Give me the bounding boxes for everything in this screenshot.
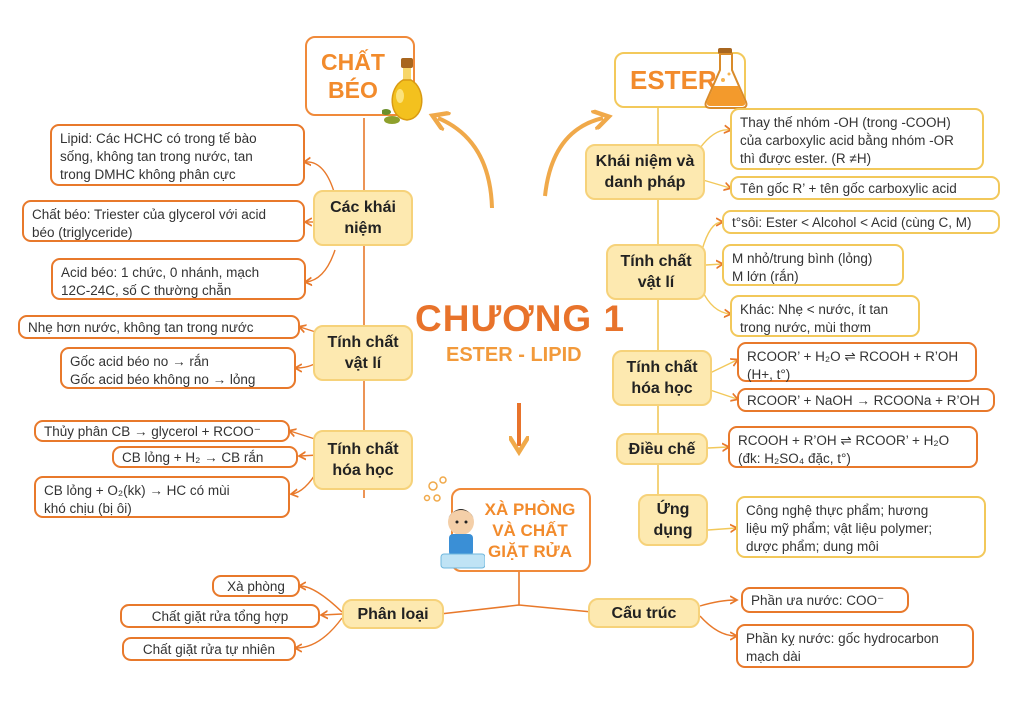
fat-definition-box: Chất béo: Triester của glycerol với acid… xyxy=(22,200,305,242)
ester-saponification-box: RCOOR’ + NaOH → RCOONa + R’OH xyxy=(737,388,995,412)
lipid-chemical-node: Tính chất hóa học xyxy=(313,430,413,490)
soap-type-synthetic: Chất giặt rửa tổng hợp xyxy=(120,604,320,628)
soap-type-soap: Xà phòng xyxy=(212,575,300,597)
child-washing-icon xyxy=(423,476,485,569)
hydrophobic-part-box: Phần kỵ nước: gốc hydrocarbon mạch dài xyxy=(736,624,974,668)
chapter-title: CHƯƠNG 1 xyxy=(415,298,626,339)
lipid-concepts-node: Các khái niệm xyxy=(313,190,413,246)
ester-definition-box: Thay thế nhóm -OH (trong -COOH) của carb… xyxy=(730,108,984,170)
lipid-physical-node: Tính chất vật lí xyxy=(313,325,413,381)
hydrophilic-part-box: Phần ưa nước: COO⁻ xyxy=(741,587,909,613)
lipid-state-box: Gốc acid béo no → rắn Gốc acid béo không… xyxy=(60,347,296,389)
ester-chemical-node: Tính chất hóa học xyxy=(612,350,712,406)
ester-uses-box: Công nghệ thực phẩm; hương liệu mỹ phẩm;… xyxy=(736,496,986,558)
ester-boiling-point-box: t°sôi: Ester < Alcohol < Acid (cùng C, M… xyxy=(722,210,1000,234)
soap-title-box: XÀ PHÒNG VÀ CHẤT GIẶT RỬA xyxy=(451,488,591,572)
lipid-hydrolysis-box: Thủy phân CB → glycerol + RCOO⁻ xyxy=(34,420,290,442)
ester-synthesis-box: RCOOH + R’OH ⇌ RCOOR’ + H₂O (đk: H₂SO₄ đ… xyxy=(728,426,978,468)
ester-concept-node: Khái niệm và danh pháp xyxy=(585,144,705,200)
lipid-hydrogenation-box: CB lỏng + H₂ → CB rắn xyxy=(112,446,298,468)
lipid-definition-box: Lipid: Các HCHC có trong tế bào sống, kh… xyxy=(50,124,305,186)
fatty-acid-box: Acid béo: 1 chức, 0 nhánh, mạch 12C-24C,… xyxy=(51,258,306,300)
oil-bottle-icon xyxy=(382,58,423,124)
ester-physical-node: Tính chất vật lí xyxy=(606,244,706,300)
chapter-subtitle: ESTER - LIPID xyxy=(446,344,582,366)
lipid-title: CHẤT BÉO xyxy=(321,49,385,103)
soap-title: XÀ PHÒNG VÀ CHẤT GIẶT RỬA xyxy=(484,499,576,561)
ester-hydrolysis-box: RCOOR’ + H₂O ⇌ RCOOH + R’OH (H+, t°) xyxy=(737,342,977,382)
ester-application-node: Ứng dụng xyxy=(638,494,708,546)
ester-title: ESTER xyxy=(630,65,717,95)
soap-classification-node: Phân loại xyxy=(342,599,444,629)
ester-naming-box: Tên gốc R’ + tên gốc carboxylic acid xyxy=(730,176,1000,200)
ester-preparation-node: Điều chế xyxy=(616,433,708,465)
soap-structure-node: Cấu trúc xyxy=(588,598,700,628)
soap-type-natural: Chất giặt rửa tự nhiên xyxy=(122,637,296,661)
ester-other-properties-box: Khác: Nhẹ < nước, ít tan trong nước, mùi… xyxy=(730,295,920,337)
lipid-density-box: Nhẹ hơn nước, không tan trong nước xyxy=(18,315,300,339)
ester-state-box: M nhỏ/trung bình (lỏng) M lớn (rắn) xyxy=(722,244,904,286)
flask-icon xyxy=(704,48,748,109)
lipid-oxidation-box: CB lỏng + O₂(kk) → HC có mùi khó chịu (b… xyxy=(34,476,290,518)
